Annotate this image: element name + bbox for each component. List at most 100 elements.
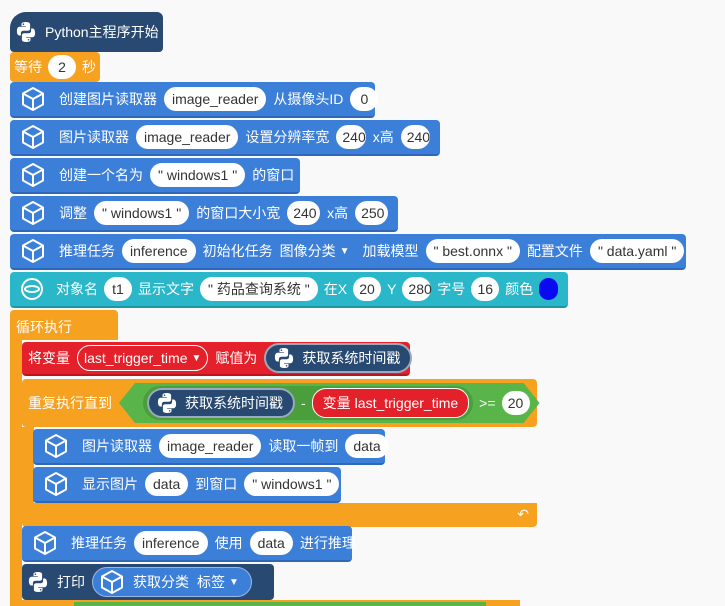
reader-label: 图片读取器: [59, 129, 129, 145]
resize-label: 调整: [59, 205, 87, 221]
loop-label: 循环执行: [16, 319, 72, 335]
config-file-input[interactable]: " data.yaml ": [589, 239, 685, 263]
class-option-dropdown[interactable]: 标签 ▼: [197, 572, 239, 592]
inference-name-input[interactable]: inference: [122, 239, 196, 263]
set-variable-block[interactable]: 将变量 last_trigger_time ▼ 赋值为 获取系统时间戳: [22, 342, 413, 376]
get-timestamp-reporter[interactable]: 获取系统时间戳: [264, 343, 413, 373]
variable-name: last_trigger_time: [354, 395, 459, 411]
create-window-block[interactable]: 创建一个名为 " windows1 " 的窗口: [10, 158, 300, 194]
chevron-down-icon: ▼: [229, 576, 239, 588]
cube-icon: [20, 200, 46, 226]
reader-name-input[interactable]: image_reader: [159, 434, 262, 458]
compare-condition[interactable]: 获取系统时间戳 - 变量 last_trigger_time >= 20: [119, 383, 540, 423]
inference-label: 推理任务: [59, 243, 115, 259]
set-var-label: 将变量: [28, 350, 70, 366]
x-input[interactable]: 20: [353, 277, 382, 301]
wait-unit: 秒: [82, 59, 96, 75]
show-image-label: 显示图片: [82, 476, 138, 492]
image-input[interactable]: data: [145, 472, 189, 496]
class-option-value: 标签: [197, 574, 225, 590]
inference-label: 推理任务: [71, 535, 127, 551]
reader-name-input[interactable]: image_reader: [136, 125, 239, 149]
run-inference-label: 进行推理: [299, 535, 356, 551]
use-label: 使用: [214, 535, 243, 551]
window-height-input[interactable]: 250: [355, 201, 388, 225]
inference-init-block[interactable]: 推理任务 inference 初始化任务 图像分类 ▼ 加载模型 " best.…: [10, 234, 686, 270]
repeat-until-label: 重复执行直到: [28, 395, 112, 411]
minus-operator: -: [301, 395, 306, 411]
print-block[interactable]: 打印 获取分类 标签 ▼: [22, 564, 274, 600]
repeat-until-arm: [22, 427, 34, 503]
compare-operator: >=: [479, 395, 496, 411]
resize-window-block[interactable]: 调整 " windows1 " 的窗口大小宽 240 x高 250: [10, 196, 398, 232]
set-resolution-block[interactable]: 图片读取器 image_reader 设置分辨率宽 240 x高 240: [10, 120, 440, 156]
variable-name: last_trigger_time: [84, 350, 188, 366]
read-frame-block[interactable]: 图片读取器 image_reader 读取一帧到 data: [33, 429, 389, 465]
variable-reporter[interactable]: 变量 last_trigger_time: [312, 388, 470, 418]
next-block-condition-partial: [74, 602, 486, 606]
display-text-block[interactable]: 对象名 t1 显示文字 " 药品查询系统 " 在X 20 Y 280 字号 16…: [10, 272, 568, 308]
object-name-input[interactable]: t1: [104, 277, 132, 301]
get-timestamp-reporter[interactable]: 获取系统时间戳: [147, 388, 295, 418]
window-width-input[interactable]: 240: [287, 201, 321, 225]
next-block-partial[interactable]: [22, 600, 520, 606]
config-label: 配置文件: [526, 243, 583, 259]
subtract-operator: 获取系统时间戳 - 变量 last_trigger_time: [143, 386, 473, 420]
x-label: 在X: [323, 281, 348, 297]
model-file-input[interactable]: " best.onnx ": [425, 239, 520, 263]
camera-id-input[interactable]: 0: [350, 87, 379, 111]
create-window-label: 创建一个名为: [59, 167, 143, 183]
python-main-start-block[interactable]: Python主程序开始: [10, 12, 163, 52]
start-label: Python主程序开始: [45, 24, 159, 40]
width-input[interactable]: 240: [336, 125, 366, 149]
reader-name-input[interactable]: image_reader: [164, 87, 267, 111]
font-size-label: 字号: [437, 281, 466, 297]
repeat-until-bottom: ↶: [22, 503, 537, 527]
display-text-input[interactable]: " 药品查询系统 ": [200, 277, 318, 301]
window-name-input[interactable]: " windows1 ": [244, 472, 340, 496]
python-icon: [272, 346, 296, 370]
chevron-down-icon: ▼: [191, 352, 202, 364]
read-frame-label: 读取一帧到: [268, 438, 339, 454]
timestamp-label: 获取系统时间戳: [185, 395, 283, 411]
inference-name-input[interactable]: inference: [134, 531, 208, 555]
variable-dropdown[interactable]: last_trigger_time ▼: [77, 345, 209, 371]
height-label: x高: [372, 129, 394, 145]
cube-icon: [20, 162, 46, 188]
object-name-label: 对象名: [56, 281, 98, 297]
assign-label: 赋值为: [215, 350, 258, 366]
height-input[interactable]: 240: [400, 125, 430, 149]
ellipse-icon: [21, 278, 43, 300]
python-icon: [26, 570, 50, 594]
wait-seconds-input[interactable]: 2: [48, 55, 76, 79]
font-size-input[interactable]: 16: [471, 277, 500, 301]
compare-value-input[interactable]: 20: [502, 391, 530, 415]
window-size-label: 的窗口大小宽: [196, 205, 281, 221]
task-type-dropdown[interactable]: 图像分类 ▼: [280, 241, 350, 261]
print-label: 打印: [57, 574, 85, 590]
window-name-input[interactable]: " windows1 ": [94, 201, 190, 225]
image-input[interactable]: data: [249, 531, 293, 555]
window-height-label: x高: [327, 205, 349, 221]
camera-id-label: 从摄像头ID: [273, 91, 344, 107]
frame-target-input[interactable]: data: [345, 434, 389, 458]
window-name-input[interactable]: " windows1 ": [150, 163, 246, 187]
timestamp-label: 获取系统时间戳: [302, 350, 401, 366]
wait-block[interactable]: 等待 2 秒: [10, 52, 100, 82]
cube-icon: [20, 238, 46, 264]
cube-icon: [32, 530, 58, 556]
window-suffix-label: 的窗口: [252, 167, 295, 183]
get-class-reporter[interactable]: 获取分类 标签 ▼: [92, 567, 252, 597]
init-task-label: 初始化任务: [202, 243, 273, 259]
variable-label: 变量: [322, 395, 351, 411]
create-image-reader-block[interactable]: 创建图片读取器 image_reader 从摄像头ID 0: [10, 82, 379, 118]
color-swatch[interactable]: [539, 278, 558, 300]
loop-forever-block[interactable]: 循环执行: [10, 310, 118, 340]
show-image-block[interactable]: 显示图片 data 到窗口 " windows1 ": [33, 467, 341, 503]
y-label: Y: [387, 281, 397, 297]
get-class-label: 获取分类: [133, 574, 189, 590]
y-input[interactable]: 280: [402, 277, 432, 301]
run-inference-block[interactable]: 推理任务 inference 使用 data 进行推理: [22, 526, 356, 562]
repeat-until-block[interactable]: 重复执行直到 获取系统时间戳 - 变量 last_trigger_time >=…: [22, 379, 537, 427]
cube-icon: [99, 569, 125, 595]
